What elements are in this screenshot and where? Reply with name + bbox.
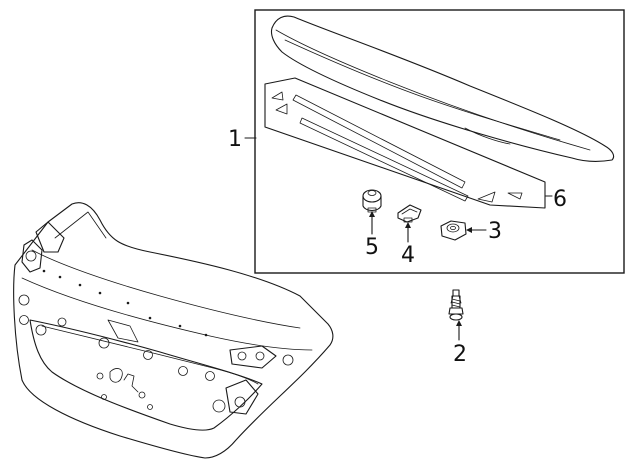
spoiler[interactable] [270, 15, 615, 162]
callout-5: 5 [365, 235, 379, 260]
trunk-lid[interactable] [13, 202, 334, 459]
spoiler-gasket[interactable] [264, 77, 546, 209]
callout-4: 4 [401, 243, 415, 268]
callout-1: 1 [228, 127, 242, 152]
callout-3: 3 [488, 219, 502, 244]
callout-6: 6 [553, 187, 567, 212]
inset-frame [254, 9, 625, 274]
leader-lines [244, 137, 553, 341]
grommet[interactable] [362, 189, 382, 213]
bolt[interactable] [448, 289, 464, 321]
clip[interactable] [397, 204, 422, 223]
callout-2: 2 [453, 342, 467, 367]
nut[interactable] [440, 220, 467, 241]
